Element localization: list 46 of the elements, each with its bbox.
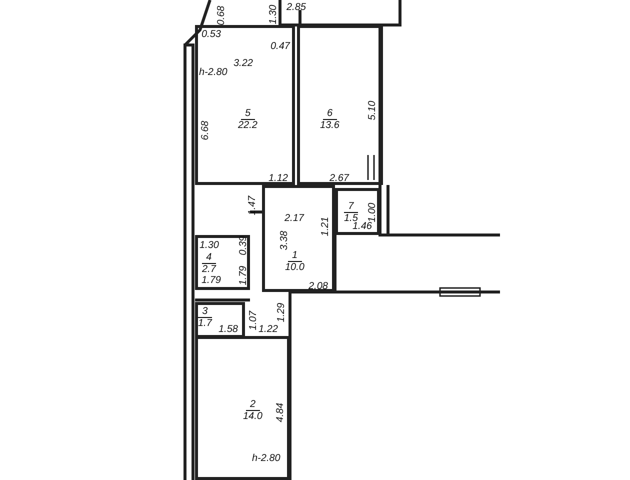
dimension-text: 2.17 [284, 212, 304, 224]
dimension-text: 1.79 [202, 274, 221, 286]
dimension-text: 4.84 [274, 402, 286, 422]
room-area: 1.7 [198, 318, 212, 329]
room-area: 14.0 [243, 411, 262, 422]
dimension-text: 5.10 [366, 100, 378, 120]
room-number: 2 [246, 399, 260, 411]
dimension-text: 0.47 [270, 40, 290, 52]
room-number: 1 [288, 250, 302, 262]
dimension-text: 1.79 [238, 265, 249, 285]
room-outline [195, 235, 250, 290]
dimension-text: 2.67 [330, 172, 349, 184]
dimension-text: 3.38 [278, 230, 290, 250]
room-outline [195, 302, 245, 338]
room-outline [195, 25, 295, 185]
room-outline [195, 336, 290, 480]
dimension-text: 1.30 [268, 4, 279, 24]
room-number: 5 [240, 108, 255, 120]
room-area: 2.7 [202, 264, 216, 275]
room-outline [262, 185, 335, 292]
room-number: 7 [344, 201, 358, 213]
dimension-text: 3.22 [234, 58, 253, 68]
dimension-text: 1.46 [352, 220, 372, 232]
room-number: 4 [202, 252, 216, 264]
dimension-text: 1.29 [276, 302, 287, 322]
dimension-text: 0.68 [216, 5, 227, 25]
room-number: 3 [198, 306, 212, 318]
dimension-text: h-2.80 [252, 452, 280, 464]
dimension-text: 2.85 [286, 2, 306, 12]
dimension-text: 1.58 [218, 324, 238, 334]
dimension-text: 2.08 [308, 280, 328, 292]
dimension-text: 1.12 [268, 172, 288, 184]
dimension-text: 1.00 [366, 202, 378, 222]
room-number: 6 [322, 108, 337, 120]
dimension-text: 1.30 [200, 240, 219, 250]
room-area: 10.0 [285, 262, 304, 273]
dimension-text: 1.07 [248, 310, 259, 330]
room-area: 22.2 [238, 120, 258, 131]
room-outline [335, 188, 380, 235]
dimension-text: 1.21 [320, 216, 331, 236]
dimension-text: 0.53 [202, 28, 221, 40]
dimension-text: h-2.80 [199, 66, 228, 78]
dimension-text: 1.22 [258, 324, 278, 334]
dimension-text: 6.68 [200, 120, 211, 140]
room-outline [297, 25, 383, 185]
room-area: 13.6 [320, 120, 340, 131]
